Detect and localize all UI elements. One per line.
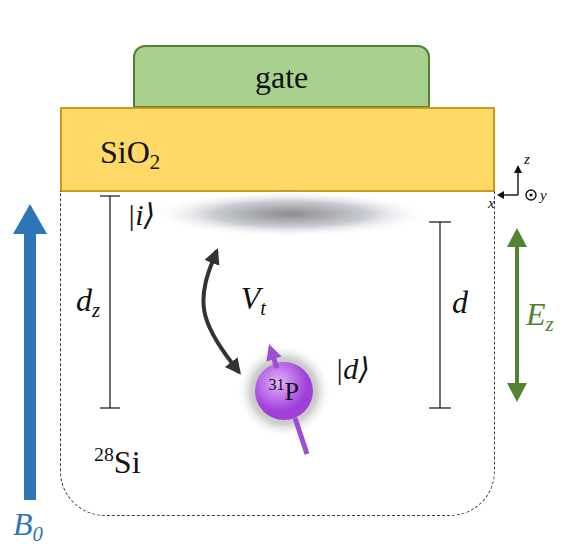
donor-atom: 31P|d⟩ bbox=[237, 344, 331, 438]
tunnel-coupling-arrow bbox=[203, 251, 239, 372]
text-part: d bbox=[452, 284, 468, 320]
distance-label: dz bbox=[76, 284, 100, 321]
interface-state: |i⟩ bbox=[149, 191, 431, 237]
text-part: SiO bbox=[100, 134, 150, 170]
text-part: z bbox=[524, 151, 530, 167]
spin-arrow-tail bbox=[295, 418, 307, 454]
text-part: y bbox=[540, 187, 547, 203]
silicon-substrate: 28Si|i⟩31P|d⟩ bbox=[60, 191, 495, 516]
text-part: 0 bbox=[33, 522, 43, 545]
text-part: E bbox=[526, 296, 546, 332]
substrate-label: 28Si bbox=[94, 445, 141, 478]
text-part: P bbox=[285, 377, 299, 406]
distance-label: d bbox=[452, 286, 468, 318]
axis-label: y bbox=[540, 188, 547, 203]
oxide-label: SiO2 bbox=[100, 136, 160, 173]
axis-label: z bbox=[524, 152, 530, 167]
text-part: 31 bbox=[269, 376, 285, 393]
electric-field-arrow bbox=[507, 228, 527, 402]
dz-bracket bbox=[100, 196, 120, 408]
text-part: z bbox=[546, 312, 554, 335]
text-part: t bbox=[260, 295, 266, 318]
text-part: B bbox=[13, 506, 33, 542]
field-label: Ez bbox=[526, 298, 554, 335]
state-cloud-shape bbox=[149, 191, 431, 237]
text-part: V bbox=[241, 280, 261, 316]
text-part: x bbox=[488, 195, 495, 211]
text-part: z bbox=[92, 298, 100, 321]
field-label: B0 bbox=[13, 508, 43, 545]
coupling-label: Vt bbox=[241, 282, 266, 319]
text-part: |i⟩ bbox=[127, 198, 155, 231]
d-bracket bbox=[429, 222, 451, 408]
donor-label: 31P bbox=[269, 377, 300, 405]
state-label: |d⟩ bbox=[335, 354, 370, 384]
state-label: |i⟩ bbox=[127, 200, 155, 230]
gate-label: gate bbox=[255, 61, 308, 93]
gate-electrode: gate bbox=[133, 45, 430, 108]
axis-label: x bbox=[488, 196, 495, 211]
donor-halo bbox=[237, 344, 331, 438]
text-part: gate bbox=[255, 59, 308, 95]
text-part: 28 bbox=[94, 443, 114, 465]
magnetic-field-arrow bbox=[13, 204, 47, 500]
oxide-layer: SiO2 bbox=[60, 107, 495, 192]
text-part: Si bbox=[114, 444, 141, 480]
state-cloud bbox=[149, 191, 431, 237]
axes-symbol bbox=[497, 165, 536, 200]
spin-arrow-head bbox=[271, 350, 277, 368]
text-part: d bbox=[76, 282, 92, 318]
text-part: 2 bbox=[150, 150, 160, 173]
donor-nucleus bbox=[255, 362, 313, 420]
text-part: |d⟩ bbox=[335, 352, 370, 385]
